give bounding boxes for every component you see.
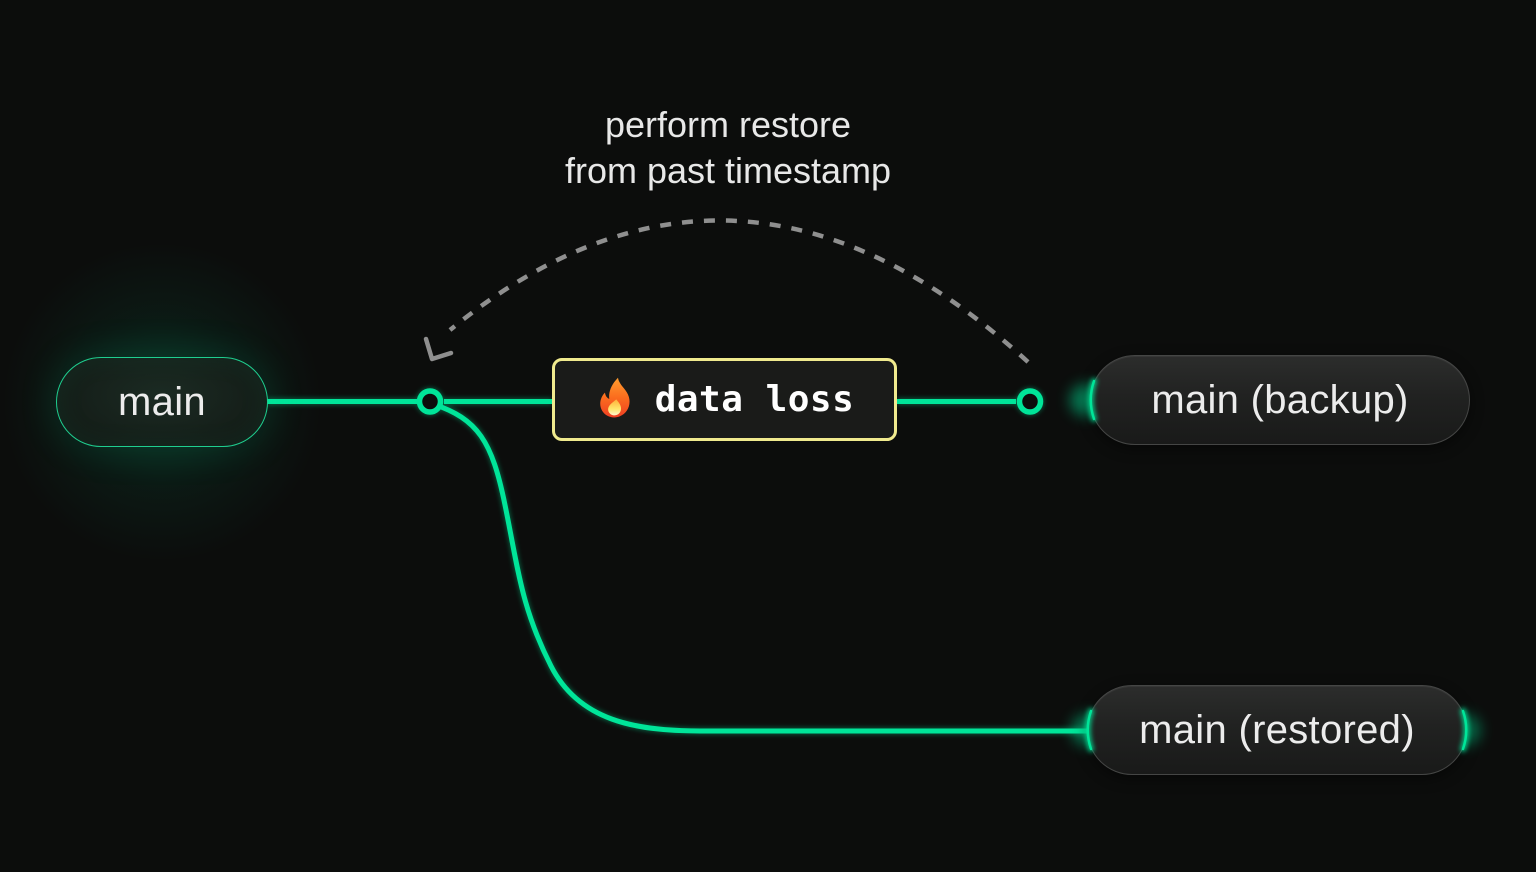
backup-branch-label: main (backup) [1151, 378, 1409, 422]
data-loss-box: data loss [552, 358, 897, 441]
main-branch-label: main [118, 380, 206, 424]
caption-line-2: from past timestamp [564, 150, 892, 191]
restored-branch-label: main (restored) [1139, 708, 1415, 752]
caption: perform restore from past timestamp [565, 102, 891, 194]
fire-icon [599, 377, 630, 417]
branch-line-glow [267, 387, 1090, 735]
backup-branch-node: main (backup) [1090, 355, 1470, 445]
commit-point-right [1016, 388, 1044, 415]
edge-restore-branch-curve [432, 401, 1090, 734]
main-branch-node: main [56, 357, 268, 447]
restored-branch-node: main (restored) [1087, 685, 1467, 775]
restore-arc-dashed [448, 218, 1030, 364]
caption-line-1: perform restore [604, 104, 852, 145]
restore-arrowhead-icon [423, 336, 454, 362]
commit-point-left [416, 388, 444, 415]
data-loss-label: data loss [654, 379, 855, 420]
